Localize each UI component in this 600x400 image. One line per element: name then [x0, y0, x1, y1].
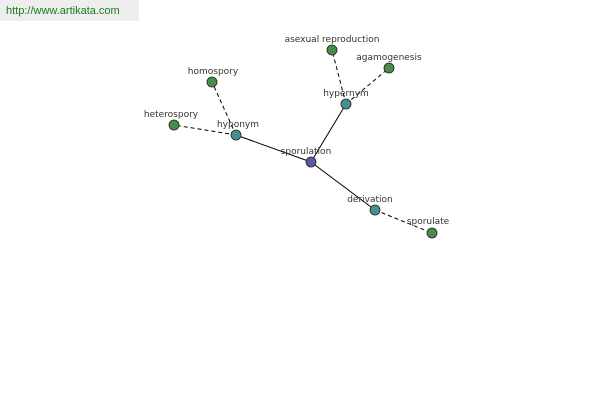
label-heterospory: heterospory: [144, 110, 199, 120]
node-asexual-reproduction[interactable]: [326, 44, 338, 56]
edge-hypernym-asexual-reproduction: [331, 49, 347, 105]
edge-center-derivation: [310, 161, 376, 211]
edge-hyponym-heterospory: [173, 124, 237, 136]
label-center: sporulation: [281, 147, 332, 157]
edge-derivation-sporulate: [374, 209, 433, 234]
node-hypernym[interactable]: [340, 98, 352, 110]
edge-hyponym-homospory: [211, 81, 237, 136]
label-agamogenesis: agamogenesis: [356, 53, 422, 63]
label-asexual-reproduction: asexual reproduction: [285, 35, 380, 45]
url-banner: http://www.artikata.com: [0, 0, 139, 21]
node-sporulate[interactable]: [426, 227, 438, 239]
node-center[interactable]: [305, 156, 317, 168]
site-url[interactable]: http://www.artikata.com: [6, 5, 120, 17]
node-homospory[interactable]: [206, 76, 218, 88]
node-derivation[interactable]: [369, 204, 381, 216]
label-hyponym: hyponym: [217, 120, 259, 130]
edge-center-hyponym: [235, 134, 312, 163]
node-heterospory[interactable]: [168, 119, 180, 131]
node-hyponym[interactable]: [230, 129, 242, 141]
label-derivation: derivation: [347, 195, 393, 205]
edge-hypernym-agamogenesis: [345, 67, 390, 105]
node-agamogenesis[interactable]: [383, 62, 395, 74]
edge-center-hypernym: [310, 103, 347, 163]
label-homospory: homospory: [188, 67, 239, 77]
label-sporulate: sporulate: [407, 217, 450, 227]
label-hypernym: hypernym: [323, 89, 369, 99]
